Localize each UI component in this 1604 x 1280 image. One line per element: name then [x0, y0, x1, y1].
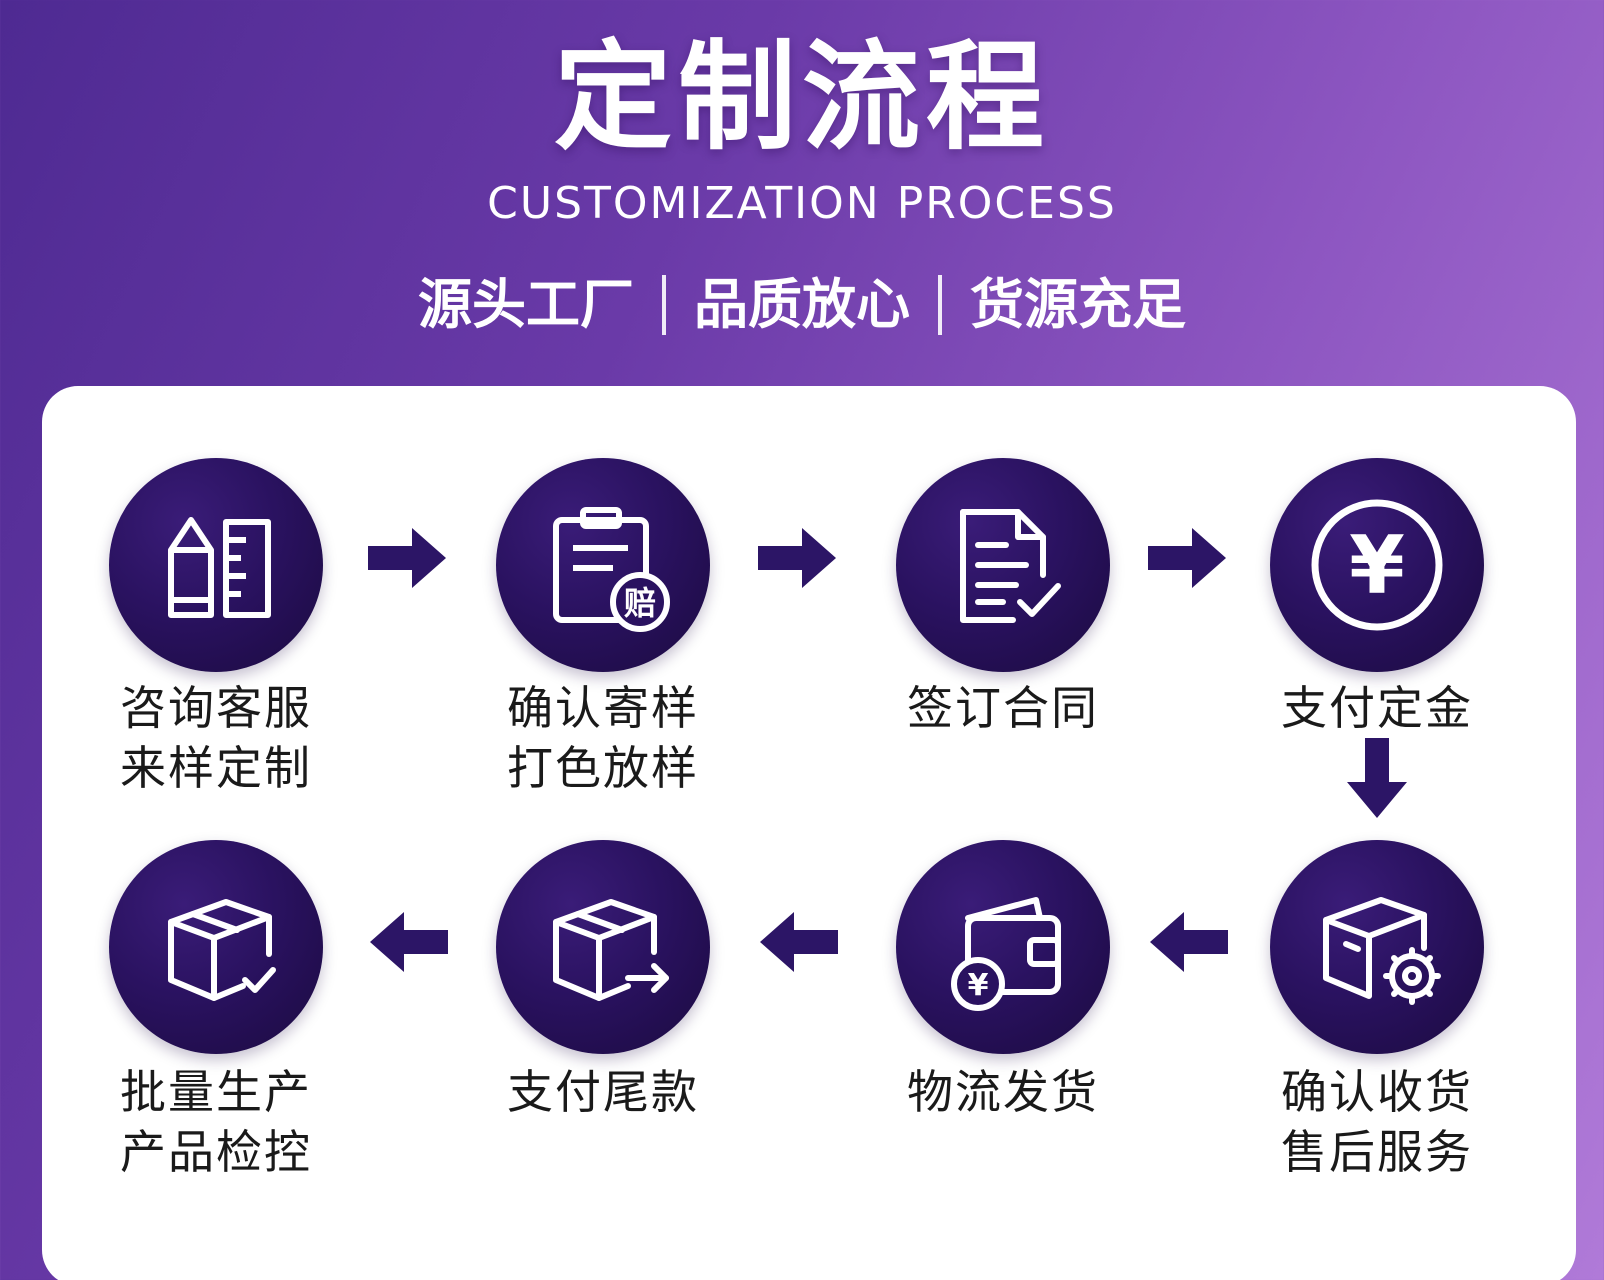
tagline: 源头工厂 品质放心 货源充足 [0, 270, 1604, 340]
header: 定制流程 CUSTOMIZATION PROCESS 源头工厂 品质放心 货源充… [0, 0, 1604, 380]
yuan-coin-icon: ¥ [1311, 499, 1443, 631]
arrow-left-icon [1150, 912, 1228, 972]
arrow-left-icon [760, 912, 838, 972]
step-8-circle [109, 840, 323, 1054]
step-4-line1: 支付定金 [1281, 681, 1473, 735]
box-check-icon [168, 899, 276, 1001]
step-8-line1: 批量生产 [120, 1065, 312, 1119]
step-3-line1: 签订合同 [907, 681, 1099, 735]
step-5-label: 确认收货 售后服务 [1217, 1062, 1537, 1182]
wallet-yuan-icon: ¥ [951, 897, 1061, 1011]
step-2-circle: 赔 [496, 458, 710, 672]
step-2-line2: 打色放样 [507, 741, 699, 795]
step-1-circle [109, 458, 323, 672]
step-8-line2: 产品检控 [120, 1125, 312, 1179]
page-title: 定制流程 [553, 28, 1050, 166]
tagline-divider [938, 275, 942, 335]
arrow-down-icon [1347, 738, 1407, 818]
step-7-circle [496, 840, 710, 1054]
tagline-item-supply: 货源充足 [970, 273, 1186, 336]
tagline-divider [662, 275, 666, 335]
arrow-right-icon [368, 528, 446, 588]
tagline-item-quality: 品质放心 [694, 273, 910, 336]
step-1-line1: 咨询客服 [120, 681, 312, 735]
step-2-label: 确认寄样 打色放样 [443, 678, 763, 798]
step-6-label: 物流发货 [843, 1062, 1163, 1122]
svg-text:¥: ¥ [1349, 519, 1405, 612]
step-6-circle: ¥ [896, 840, 1110, 1054]
step-1-label: 咨询客服 来样定制 [56, 678, 376, 798]
step-5-circle [1270, 840, 1484, 1054]
step-4-label: 支付定金 [1217, 678, 1537, 738]
clipboard-compensation-icon: 赔 [553, 507, 670, 632]
svg-text:¥: ¥ [968, 968, 989, 1003]
step-7-label: 支付尾款 [443, 1062, 763, 1122]
tagline-item-factory: 源头工厂 [418, 273, 634, 336]
box-arrow-icon [553, 899, 669, 1001]
step-8-label: 批量生产 产品检控 [56, 1062, 376, 1182]
step-5-line2: 售后服务 [1281, 1125, 1473, 1179]
arrow-right-icon [1148, 528, 1226, 588]
page-subtitle: CUSTOMIZATION PROCESS [487, 178, 1117, 229]
arrow-right-icon [758, 528, 836, 588]
pencil-ruler-icon [168, 517, 271, 618]
step-4-circle: ¥ [1270, 458, 1484, 672]
arrow-left-icon [370, 912, 448, 972]
box-gear-icon [1323, 897, 1441, 1005]
step-1-line2: 来样定制 [120, 741, 312, 795]
step-2-line1: 确认寄样 [507, 681, 699, 735]
step-3-circle [896, 458, 1110, 672]
step-7-line1: 支付尾款 [507, 1065, 699, 1119]
contract-document-icon [960, 509, 1061, 623]
process-card: 咨询客服 来样定制 赔 确认寄样 打色放样 [42, 386, 1576, 1280]
step-5-line1: 确认收货 [1281, 1065, 1473, 1119]
svg-text:赔: 赔 [624, 584, 656, 622]
step-3-label: 签订合同 [843, 678, 1163, 738]
step-6-line1: 物流发货 [907, 1065, 1099, 1119]
